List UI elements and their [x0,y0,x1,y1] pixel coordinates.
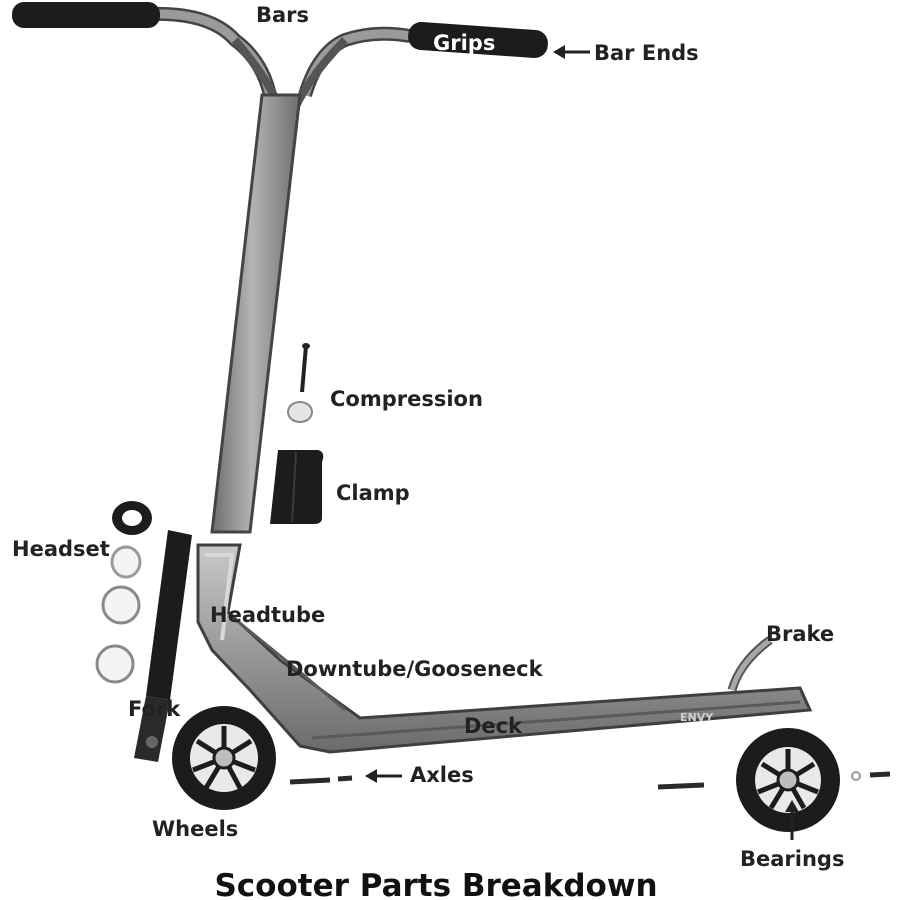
label-deck: Deck [464,714,523,738]
label-axles: Axles [410,763,474,787]
axles-arrow [365,769,402,783]
label-fork: Fork [128,697,181,721]
deck-frame: ENVY [196,543,813,754]
clamp [270,450,324,524]
label-headtube: Headtube [210,603,325,627]
handlebar-bars [143,6,412,122]
rear-wheel [736,728,840,832]
label-clamp: Clamp [336,481,410,505]
deck-brand: ENVY [680,711,714,724]
label-bars: Bars [256,3,309,27]
grip-right [408,22,548,58]
label-bearings: Bearings [740,847,844,871]
label-bar-ends: Bar Ends [594,41,699,65]
bearings-arrow [785,800,799,840]
label-headset: Headset [12,537,110,561]
label-compression: Compression [330,387,483,411]
page-title: Scooter Parts Breakdown [214,868,657,900]
compression-bolt [287,343,313,423]
fork [134,530,192,762]
bar-ends-arrow [553,45,590,59]
label-wheels: Wheels [152,817,238,841]
grip-left [12,2,160,28]
brake [727,636,773,692]
label-grips: Grips [433,31,495,55]
label-brake: Brake [766,622,834,646]
axle-bolts [289,771,891,790]
headset-rings [95,501,152,684]
front-wheel [172,706,276,810]
label-downtube: Downtube/Gooseneck [286,657,544,681]
bar-stem [210,93,302,534]
